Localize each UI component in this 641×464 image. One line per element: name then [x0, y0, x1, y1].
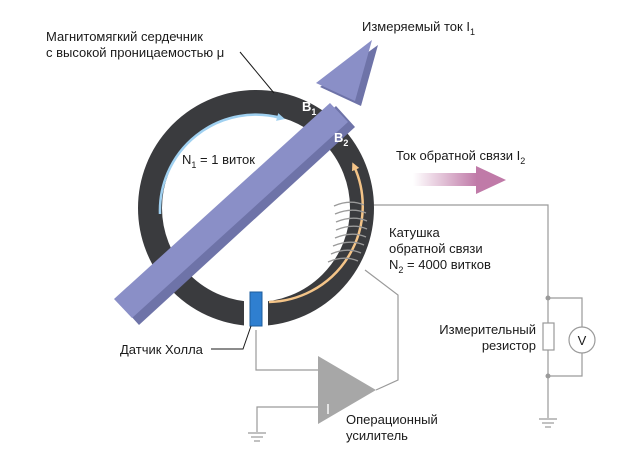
measured-current-arrow [114, 40, 378, 325]
hall-leader-line [211, 325, 252, 350]
opamp-label-line1: Операционный [346, 412, 438, 427]
feedback-current-label: Ток обратной связи I2 [396, 148, 525, 166]
voltmeter: V [568, 326, 596, 354]
opamp-label-line2: усилитель [346, 428, 408, 443]
opamp-ground-wire [256, 406, 320, 432]
voltmeter-bottom-wire [548, 352, 583, 377]
n1-label: N1 = 1 виток [182, 152, 255, 170]
b1-flux-arrow [158, 113, 285, 215]
n2-label: N2 = 4000 витков [389, 257, 491, 275]
measuring-resistor [542, 322, 555, 351]
junction-dot-bottom [545, 373, 551, 379]
b1-label: B1 [302, 99, 316, 117]
resistor-label-line1: Измерительный [439, 322, 536, 337]
b2-label: B2 [334, 130, 348, 148]
hall-sensor [249, 291, 263, 327]
coil-label-line2: обратной связи [389, 241, 483, 256]
core-label-line1: Магнитомягкий сердечник [46, 29, 203, 44]
measured-current-label: Измеряемый ток I1 [362, 19, 475, 37]
core-label-line2: с высокой проницаемостью μ [46, 45, 224, 60]
hall-sensor-label: Датчик Холла [120, 342, 204, 357]
junction-dot-top [545, 295, 551, 301]
voltmeter-label: V [578, 333, 587, 348]
feedback-current-arrow [413, 166, 506, 194]
voltmeter-top-wire [548, 297, 583, 328]
ground-symbol-left [248, 432, 266, 442]
core-leader-line [239, 51, 275, 94]
hall-to-opamp-wire [255, 322, 320, 371]
resistor-label-line2: резистор [482, 338, 536, 353]
feedback-coil [327, 201, 368, 263]
coil-label-line1: Катушка [389, 225, 441, 240]
operational-amplifier [318, 356, 376, 424]
b2-flux-arrow [268, 162, 364, 304]
coil-bottom-lead [364, 269, 399, 391]
ground-symbol-right [539, 418, 557, 428]
